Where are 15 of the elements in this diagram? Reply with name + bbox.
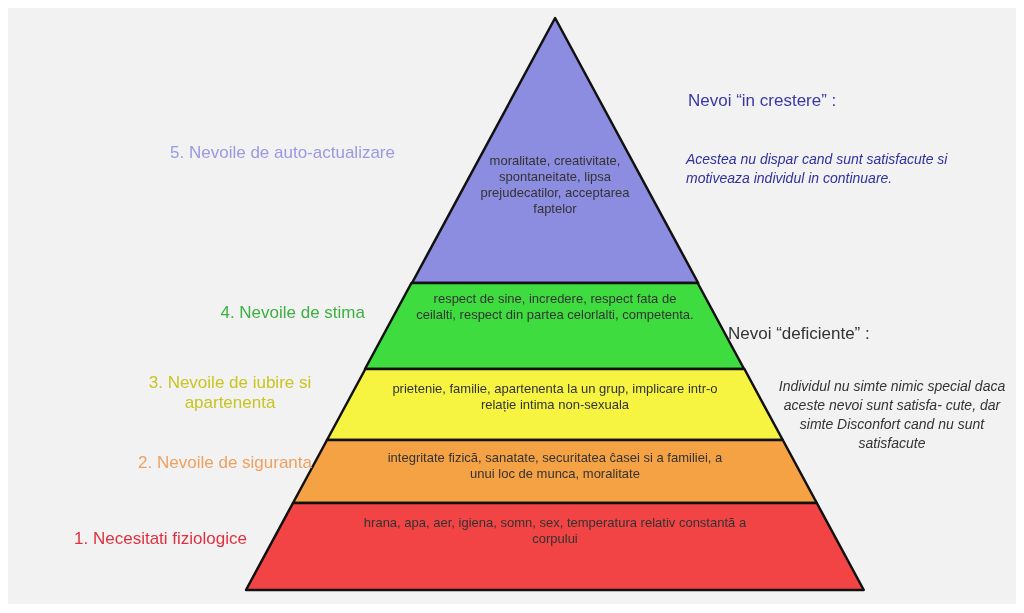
band-text: respect de sine, incredere, respect fata de ceilalti, respect din partea celorlalti, competenta. <box>415 291 695 323</box>
note: Acestea nu dispar cand sunt satisfacute si motiveaza individul in continuare. <box>686 150 949 188</box>
band-text: moralitate, creativitate, spontaneitate, lipsa prejudecatilor, acceptarea faptelor <box>480 153 630 217</box>
level-label: 4. Nevoile de stima <box>219 303 365 323</box>
pyramid-band <box>246 503 864 590</box>
band-text: prietenie, familie, apartenenta la un grup, implicare intr-o relație intima non-sexuala <box>391 381 719 413</box>
heading: Nevoi “in crestere” : <box>688 90 838 112</box>
band-text: hrana, apa, aer, igiena, somn, sex, temperatura relativ constantă a corpului <box>362 515 748 547</box>
level-label: 5. Nevoile de auto-actualizare <box>169 143 395 163</box>
level-label: 2. Nevoile de siguranta <box>137 453 312 473</box>
heading: Nevoi “deficiente” : <box>728 323 871 345</box>
level-label: 3. Nevoile de iubire si apartenenta <box>147 373 313 413</box>
note: Individul nu simte nimic special daca aceste nevoi sunt satisfa- cute, dar simte Disconfort cand nu sunt satisfacute <box>777 377 1007 453</box>
band-text: integritate fizică, sanatate, securitatea ĉasei si a familiei, a unui loc de munca, moralitate <box>386 450 724 482</box>
level-label: 1. Necesitati fiziologice <box>73 529 247 549</box>
